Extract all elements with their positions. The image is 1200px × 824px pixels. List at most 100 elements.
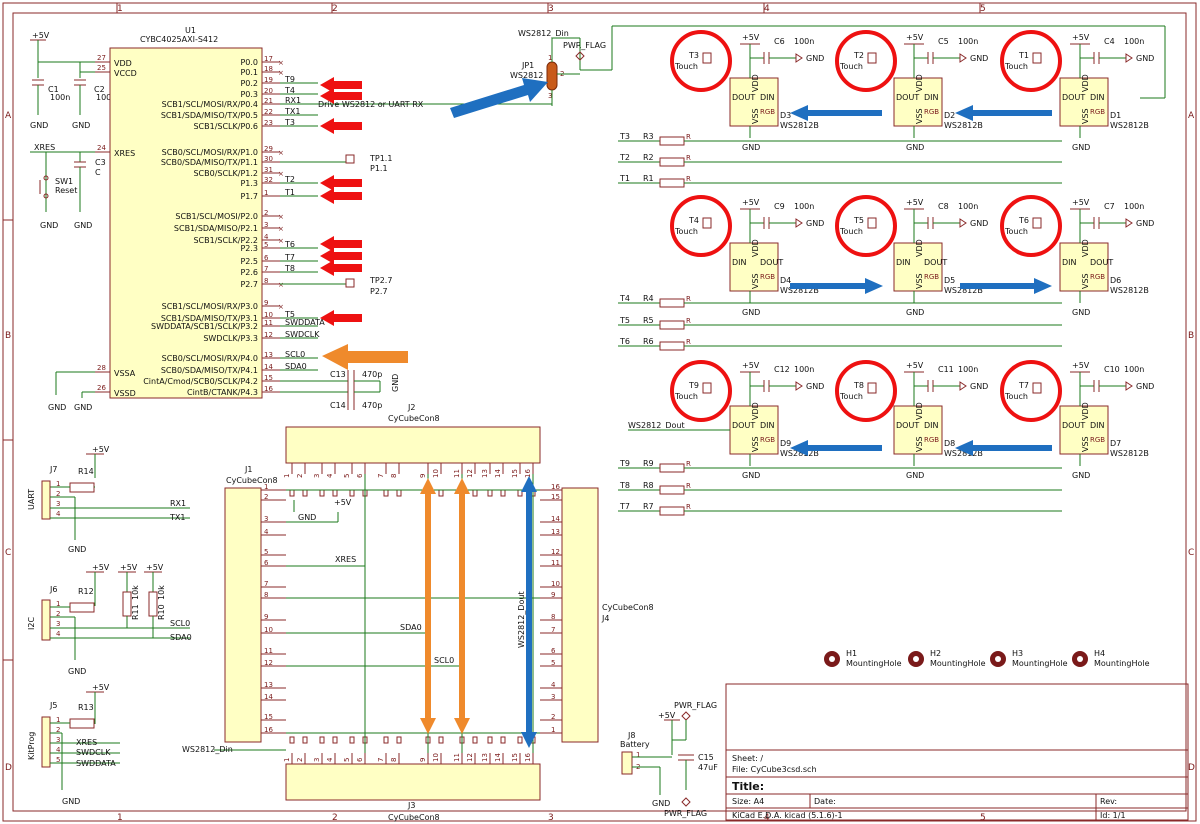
res-net: T4 bbox=[619, 294, 630, 303]
led-rgb: RGB bbox=[1090, 273, 1105, 281]
pin-number: 16 bbox=[524, 753, 532, 762]
pin-number: 4 bbox=[326, 473, 334, 478]
tb-tool: KiCad E.D.A. kicad (5.1.6)-1 bbox=[732, 811, 843, 820]
no-connect-icon: × bbox=[278, 225, 284, 233]
led-din: DIN bbox=[1062, 258, 1077, 267]
tp1-pad[interactable] bbox=[345, 154, 355, 164]
no-connect-icon: × bbox=[278, 170, 284, 178]
u1-pin-name: SCB1/SCL/MOSI/RX/P3.0 bbox=[162, 302, 258, 311]
tp2-pad[interactable] bbox=[345, 278, 355, 288]
battery-section: +5V PWR_FLAG J8 Battery 1 2 C15 47uF GND… bbox=[620, 701, 718, 818]
highlight-circle-icon bbox=[670, 360, 732, 422]
pin-number: 12 bbox=[466, 753, 474, 762]
c3-ref: C3 bbox=[95, 158, 106, 167]
led-rgb: RGB bbox=[760, 436, 775, 444]
pin-number: 1 bbox=[283, 758, 291, 762]
pin-number: 1 bbox=[56, 716, 60, 724]
col-label: 4 bbox=[764, 813, 770, 823]
gnd-label: GND bbox=[30, 121, 48, 130]
u1-pin-number: 1 bbox=[264, 189, 268, 197]
red-arrow-icon bbox=[320, 260, 362, 276]
pin-number: 9 bbox=[551, 591, 555, 599]
res-value: R bbox=[686, 295, 691, 303]
pin-number: 1 bbox=[551, 726, 555, 734]
pin-number: 28 bbox=[97, 364, 106, 372]
sw1-ref: SW1 bbox=[55, 177, 73, 186]
cap-value: 100n bbox=[958, 202, 978, 211]
pin-pad-icon bbox=[383, 736, 389, 744]
led-vss: VSS bbox=[751, 436, 760, 452]
pin-number: 12 bbox=[264, 659, 273, 667]
u1-pin-number: 5 bbox=[264, 241, 268, 249]
led-part: WS2812B bbox=[944, 121, 983, 130]
gnd-label: GND bbox=[72, 121, 90, 130]
pin-pad-icon bbox=[289, 736, 295, 744]
red-arrow-icon bbox=[320, 188, 362, 204]
led-din: DOUT bbox=[1062, 93, 1085, 102]
led-vdd: VDD bbox=[915, 239, 924, 257]
led-vss: VSS bbox=[915, 436, 924, 452]
u1-pin-number: 12 bbox=[264, 331, 273, 339]
u1-body bbox=[109, 47, 263, 399]
u1-pin-name: P0.0 bbox=[240, 58, 258, 67]
orange-double-arrow-icon bbox=[420, 478, 436, 734]
gnd-label: GND bbox=[906, 308, 924, 317]
u1-pin-number: 14 bbox=[264, 363, 273, 371]
u1-pin-number: 16 bbox=[264, 385, 273, 393]
pin-name: XRES bbox=[114, 149, 135, 158]
u1-pin-name: SCB1/SCLK/P0.6 bbox=[193, 122, 258, 131]
pin-pad-icon bbox=[438, 736, 444, 744]
gnd-label: GND bbox=[1136, 382, 1154, 391]
pin-number: 3 bbox=[56, 500, 60, 508]
led-dout: DIN bbox=[760, 421, 775, 430]
pin-pad-icon bbox=[472, 736, 478, 744]
touch-pad-icon bbox=[702, 52, 712, 64]
u1-pin-name: P2.7 bbox=[240, 280, 258, 289]
jp1-pin-1: 1 bbox=[548, 54, 552, 62]
pin-number: 25 bbox=[97, 64, 106, 72]
j6-title: I2C bbox=[27, 617, 36, 630]
j7-body bbox=[41, 480, 51, 520]
led-part: WS2812B bbox=[780, 286, 819, 295]
res-ref: R3 bbox=[643, 132, 654, 141]
u1-pin-net: T6 bbox=[284, 240, 295, 249]
row-label: C bbox=[1188, 548, 1194, 558]
no-connect-icon: × bbox=[278, 69, 284, 77]
pin-number: 7 bbox=[551, 626, 555, 634]
c1-ref: C1 bbox=[48, 85, 59, 94]
j3-name: CyCubeCon8 bbox=[388, 813, 440, 822]
net-xres: XRES bbox=[335, 555, 356, 564]
led-body bbox=[1059, 242, 1109, 292]
led-dout: DIN bbox=[1090, 93, 1105, 102]
u1-pin-number: 17 bbox=[264, 55, 273, 63]
u1-pin-name: P0.3 bbox=[240, 90, 258, 99]
net-scl0: SCL0 bbox=[170, 619, 190, 628]
pin-number: 3 bbox=[56, 736, 60, 744]
jp1-body[interactable] bbox=[546, 61, 558, 91]
pin-number: 16 bbox=[551, 483, 560, 491]
cap-value: 100n bbox=[1124, 365, 1144, 374]
res-value: R bbox=[686, 460, 691, 468]
touch-pad-icon bbox=[1032, 382, 1042, 394]
row-label: C bbox=[5, 548, 11, 558]
led-vss: VSS bbox=[915, 108, 924, 124]
pin-number: 6 bbox=[551, 647, 556, 655]
led-rgb: RGB bbox=[1090, 108, 1105, 116]
gnd-label: GND bbox=[40, 221, 58, 230]
gnd-label: GND bbox=[1136, 54, 1154, 63]
